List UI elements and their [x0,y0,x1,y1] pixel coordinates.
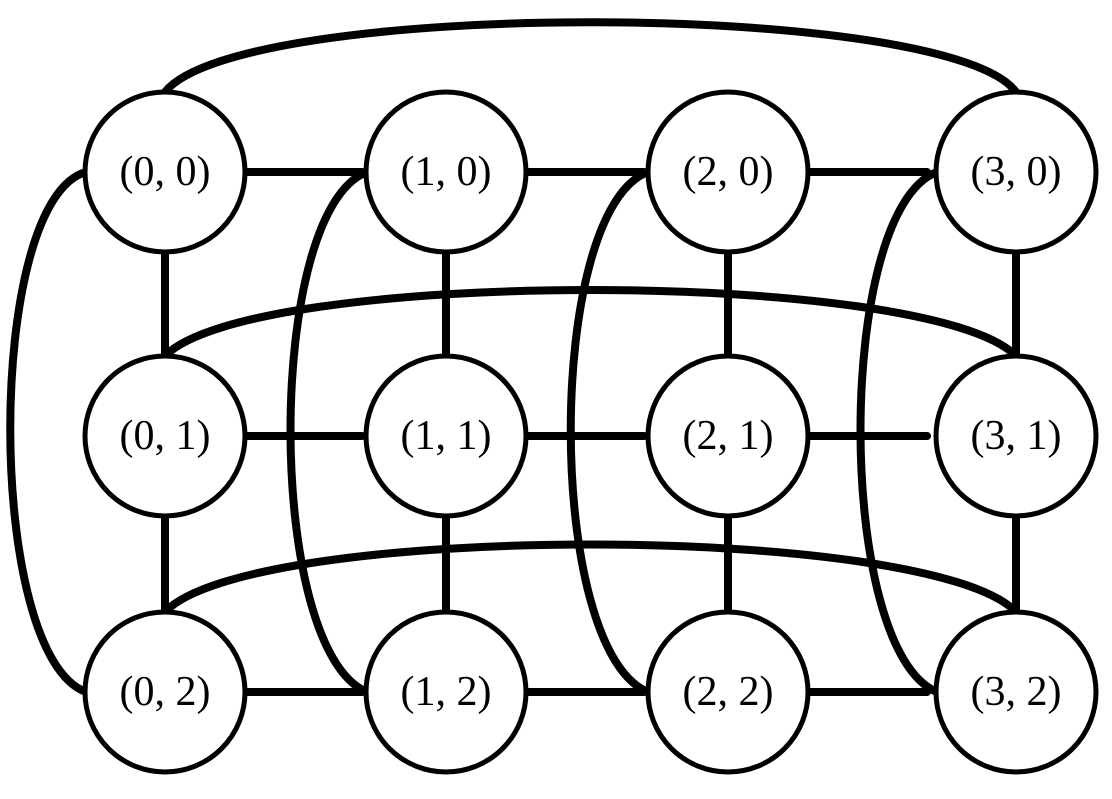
node-label: (3, 2) [971,669,1062,715]
node-0-2: (0, 2) [82,609,248,775]
wrap-edge-row-0 [161,18,1020,96]
node-label: (0, 1) [120,413,211,459]
node-label: (2, 0) [683,149,774,195]
node-2-1: (2, 1) [645,353,811,519]
node-1-1: (1, 1) [363,353,529,519]
wrap-edge-row-1 [161,286,1020,360]
wrap-edge-row-2 [161,540,1020,616]
node-label: (3, 0) [971,149,1062,195]
node-0-1: (0, 1) [82,353,248,519]
node-label: (0, 0) [120,149,211,195]
node-label: (1, 1) [401,413,492,459]
node-3-0: (3, 0) [933,89,1099,255]
wrap-edge-col-2 [566,168,652,696]
node-3-1: (3, 1) [933,353,1099,519]
wrap-edge-col-0 [6,168,90,696]
node-label: (2, 2) [683,669,774,715]
node-label: (1, 0) [401,149,492,195]
node-1-0: (1, 0) [363,89,529,255]
node-label: (2, 1) [683,413,774,459]
wrap-edge-col-3 [856,168,941,696]
node-2-2: (2, 2) [645,609,811,775]
node-label: (1, 2) [401,669,492,715]
node-layer: (0, 0) (1, 0) (2, 0) (3, 0) (0, 1) (1, 1… [82,89,1099,775]
node-0-0: (0, 0) [82,89,248,255]
edge-layer [6,18,1020,696]
node-3-2: (3, 2) [933,609,1099,775]
node-1-2: (1, 2) [363,609,529,775]
wrap-edge-col-1 [286,168,371,696]
node-2-0: (2, 0) [645,89,811,255]
node-label: (0, 2) [120,669,211,715]
node-label: (3, 1) [971,413,1062,459]
